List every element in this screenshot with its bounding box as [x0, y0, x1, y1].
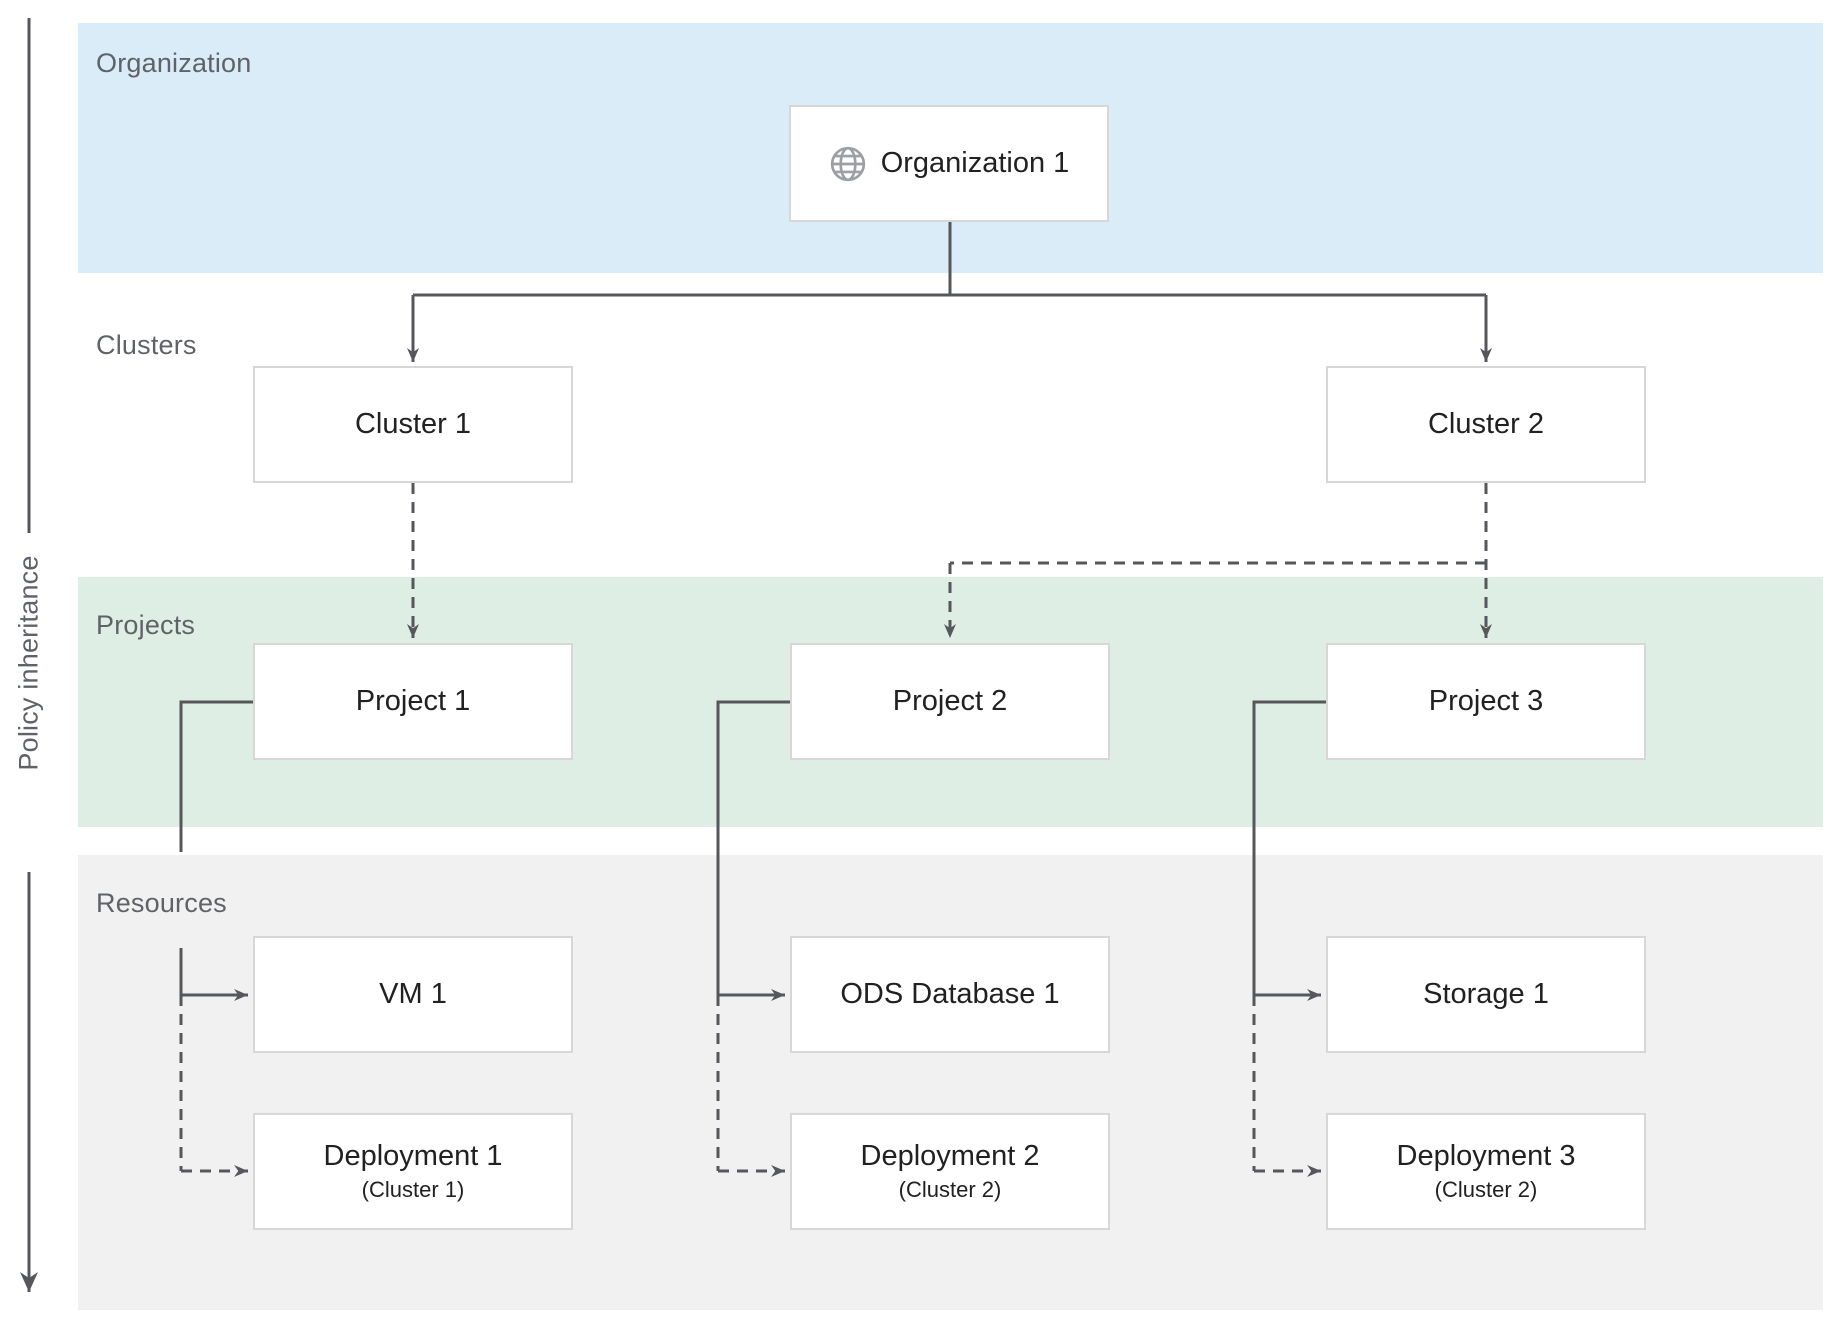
- node-ods-database-1: ODS Database 1: [790, 936, 1110, 1053]
- node-sublabel: (Cluster 2): [1434, 1177, 1538, 1202]
- node-sublabel: (Cluster 1): [361, 1177, 465, 1202]
- node-storage-1: Storage 1: [1326, 936, 1646, 1053]
- node-label: Organization 1: [880, 147, 1070, 179]
- node-sublabel: (Cluster 2): [898, 1177, 1002, 1202]
- node-project-2: Project 2: [790, 643, 1110, 760]
- node-label: Deployment 2: [860, 1140, 1040, 1172]
- node-vm-1: VM 1: [253, 936, 573, 1053]
- node-deployment-3: Deployment 3 (Cluster 2): [1326, 1113, 1646, 1230]
- node-label: Storage 1: [1423, 978, 1549, 1010]
- node-project-3: Project 3: [1326, 643, 1646, 760]
- node-label: Project 2: [892, 685, 1008, 717]
- node-label: Project 3: [1428, 685, 1544, 717]
- node-label: Cluster 1: [354, 408, 472, 440]
- node-cluster-2: Cluster 2: [1326, 366, 1646, 483]
- node-organization-1: Organization 1: [789, 105, 1109, 222]
- node-deployment-1: Deployment 1 (Cluster 1): [253, 1113, 573, 1230]
- resources-band-label: Resources: [96, 888, 227, 918]
- policy-axis-label: Policy inheritance: [13, 555, 44, 771]
- globe-icon: [830, 146, 865, 181]
- node-project-1: Project 1: [253, 643, 573, 760]
- node-label: Deployment 3: [1396, 1140, 1576, 1172]
- projects-band-label: Projects: [96, 610, 196, 640]
- resources-band: [78, 855, 1823, 1310]
- clusters-band-label: Clusters: [96, 330, 197, 360]
- node-deployment-2: Deployment 2 (Cluster 2): [790, 1113, 1110, 1230]
- node-label: Project 1: [355, 685, 471, 717]
- node-label: ODS Database 1: [840, 978, 1060, 1010]
- node-label: Deployment 1: [323, 1140, 503, 1172]
- organization-band-label: Organization: [96, 48, 252, 78]
- node-label: Cluster 2: [1427, 408, 1545, 440]
- node-cluster-1: Cluster 1: [253, 366, 573, 483]
- node-label: VM 1: [379, 978, 447, 1010]
